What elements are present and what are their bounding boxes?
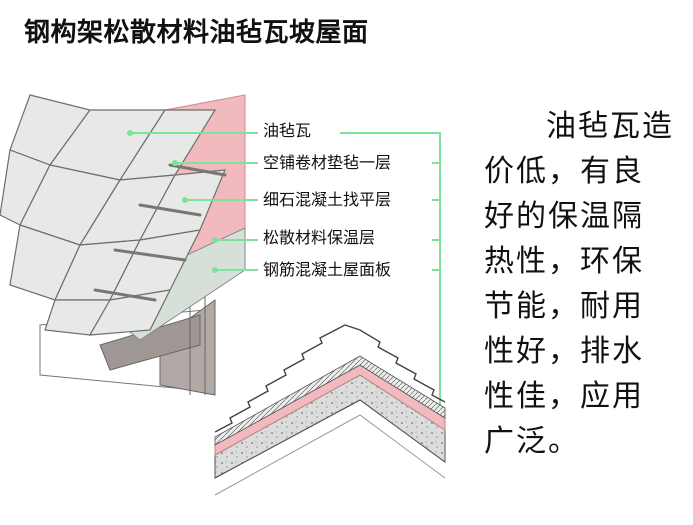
- description-text-block: 油毡瓦造价低，有良好的保温隔热性，环保节能，耐用性好，排水性佳，应用广泛。: [484, 104, 674, 464]
- page-title: 钢构架松散材料油毡瓦坡屋面: [24, 18, 369, 48]
- roof-cross-section: [214, 324, 446, 496]
- leader-lines: [130, 132, 441, 455]
- label-asphalt-shingle: 油毡瓦: [263, 121, 312, 140]
- label-felt-underlayment: 空铺卷材垫毡一层: [263, 153, 392, 172]
- label-fine-concrete-leveling: 细石混凝土找平层: [263, 190, 392, 209]
- label-loose-insulation: 松散材料保温层: [263, 228, 376, 247]
- fastening-rods: [93, 163, 227, 302]
- leader-dots: [127, 130, 218, 273]
- asphalt-shingles: [0, 94, 226, 336]
- label-reinforced-concrete-slab: 钢筋混凝土屋面板: [263, 260, 392, 279]
- description-text: 油毡瓦造价低，有良好的保温隔热性，环保节能，耐用性好，排水性佳，应用广泛。: [484, 109, 674, 459]
